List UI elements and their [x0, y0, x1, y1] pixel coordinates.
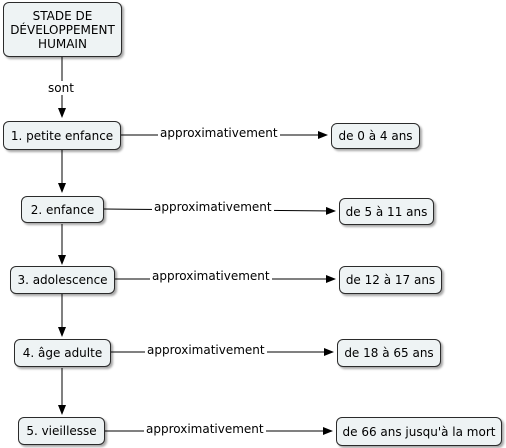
stage-label: 1. petite enfance: [10, 128, 114, 143]
stage-label: 5. vieillesse: [26, 424, 97, 438]
stage-label: 2. enfance: [30, 202, 95, 217]
stage-node-5[interactable]: 5. vieillesse: [18, 417, 105, 445]
range-label: de 0 à 4 ans: [338, 129, 413, 143]
range-node-1[interactable]: de 0 à 4 ans: [331, 123, 420, 149]
root-link-label: sont: [46, 81, 76, 95]
stage-node-2[interactable]: 2. enfance: [21, 196, 104, 223]
range-node-3[interactable]: de 12 à 17 ans: [339, 266, 442, 294]
range-label: de 5 à 11 ans: [345, 204, 428, 219]
stage-node-4[interactable]: 4. âge adulte: [14, 339, 111, 367]
stage-link-label-3: approximativement: [150, 269, 272, 283]
stage-label: 3. adolescence: [17, 273, 108, 287]
stage-label: 4. âge adulte: [22, 346, 103, 360]
range-label: de 12 à 17 ans: [345, 273, 436, 287]
root-concept-label: STADE DE DÉVELOPPEMENT HUMAIN: [10, 8, 115, 51]
stage-node-3[interactable]: 3. adolescence: [10, 266, 115, 294]
stage-link-label-4: approximativement: [145, 343, 267, 357]
range-node-2[interactable]: de 5 à 11 ans: [339, 198, 434, 225]
root-concept-node[interactable]: STADE DE DÉVELOPPEMENT HUMAIN: [3, 2, 122, 57]
range-label: de 18 à 65 ans: [344, 346, 434, 360]
range-node-5[interactable]: de 66 ans jusqu'à la mort: [336, 417, 502, 446]
range-node-4[interactable]: de 18 à 65 ans: [337, 339, 441, 367]
stage-node-1[interactable]: 1. petite enfance: [3, 121, 121, 150]
stage-link-label-5: approximativement: [144, 422, 266, 436]
stage-link-label-1: approximativement: [158, 126, 280, 140]
range-label: de 66 ans jusqu'à la mort: [342, 424, 496, 439]
stage-link-label-2: approximativement: [152, 200, 274, 214]
